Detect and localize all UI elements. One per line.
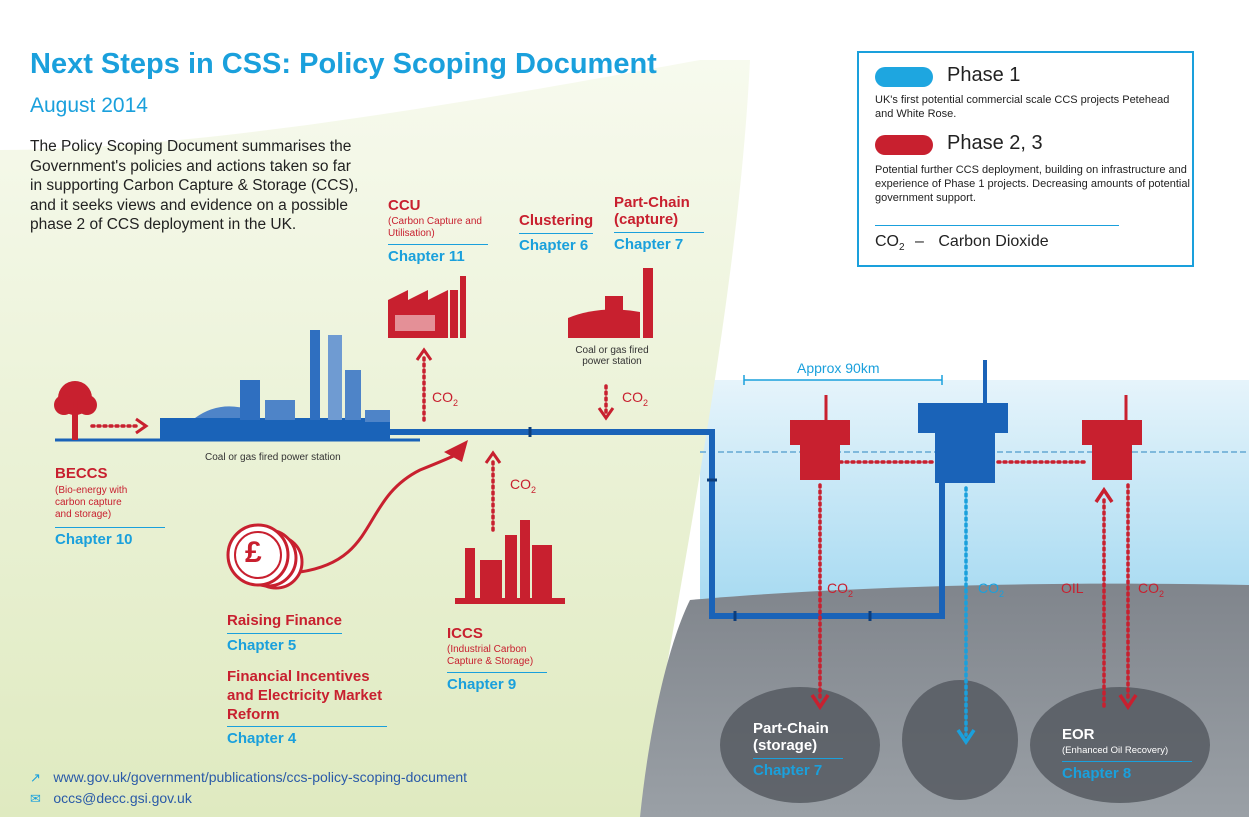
- legend-box: Phase 1 UK's first potential commercial …: [857, 51, 1194, 267]
- footer-url[interactable]: www.gov.uk/government/publications/ccs-p…: [53, 769, 468, 785]
- tree-icon: [54, 381, 97, 440]
- ccu-chapter: Chapter 11: [388, 244, 488, 265]
- raising-finance-chapter: Chapter 5: [227, 633, 343, 654]
- main-pipeline: [390, 429, 945, 619]
- platform-middle-icon: [918, 360, 1008, 483]
- co2-symbol: CO: [875, 233, 899, 250]
- reservoir-right: [1030, 687, 1210, 803]
- raising-finance-block: Raising Finance Chapter 5: [227, 612, 343, 654]
- co2-dash: –: [915, 233, 924, 250]
- co2-symbol-sub: 2: [899, 242, 905, 254]
- ccu-block: CCU (Carbon Capture and Utilisation) Cha…: [388, 197, 488, 265]
- capture-station-caption: Coal or gas fired power station: [575, 345, 649, 367]
- clustering-title: Clustering: [519, 212, 594, 229]
- pound-symbol: £: [245, 536, 262, 569]
- beccs-subtitle: (Bio-energy with carbon capture and stor…: [55, 485, 128, 520]
- ccu-subtitle: (Carbon Capture and Utilisation): [388, 216, 482, 239]
- financial-incentives-block: Financial Incentives and Electricity Mar…: [227, 667, 387, 747]
- eor-title: EOR: [1062, 726, 1095, 743]
- partchain-storage-block: Part-Chain (storage) Chapter 7: [753, 720, 843, 779]
- co2-label-storage: CO2: [827, 580, 854, 599]
- raising-finance-title: Raising Finance: [227, 612, 343, 629]
- eor-block: EOR (Enhanced Oil Recovery) Chapter 8: [1062, 726, 1192, 782]
- industrial-plant-icon: [455, 520, 565, 604]
- reservoir-middle: [902, 680, 1018, 800]
- power-station-icon: [160, 330, 390, 440]
- co2-label-capture: CO2: [622, 389, 649, 408]
- pound-coin-icon: [226, 523, 304, 590]
- iccs-chapter: Chapter 9: [447, 672, 547, 693]
- footer-email-row: ✉ occs@decc.gsi.gov.uk: [30, 790, 192, 808]
- co2-meaning: Carbon Dioxide: [938, 233, 1049, 250]
- partchain-storage-title: Part-Chain (storage): [753, 720, 829, 754]
- beccs-chapter: Chapter 10: [55, 527, 165, 548]
- page-title: Next Steps in CSS: Policy Scoping Docume…: [30, 48, 657, 80]
- intro-text: The Policy Scoping Document summarises t…: [30, 138, 359, 233]
- partchain-capture-title: Part-Chain (capture): [614, 194, 690, 228]
- phase1-swatch: [875, 67, 933, 87]
- phase1-title: Phase 1: [947, 64, 1021, 86]
- financial-incentives-title: Financial Incentives and Electricity Mar…: [227, 668, 383, 723]
- financial-incentives-chapter: Chapter 4: [227, 726, 387, 747]
- distance-label: Approx 90km: [797, 360, 880, 376]
- co2-legend: CO2 – Carbon Dioxide: [875, 233, 1049, 253]
- phase23-description: Potential further CCS deployment, buildi…: [875, 164, 1190, 204]
- phase23-swatch: [875, 135, 933, 155]
- iccs-block: ICCS (Industrial Carbon Capture & Storag…: [447, 625, 547, 693]
- clustering-chapter: Chapter 6: [519, 233, 594, 254]
- eor-chapter: Chapter 8: [1062, 761, 1192, 782]
- co2-label-eor: CO2: [1138, 580, 1165, 599]
- iccs-subtitle: (Industrial Carbon Capture & Storage): [447, 644, 534, 667]
- footer-link-row: ↗ www.gov.uk/government/publications/ccs…: [30, 769, 467, 787]
- oil-label: OIL: [1061, 580, 1084, 596]
- co2-label-iccs: CO2: [510, 476, 537, 495]
- capture-station-icon: [568, 268, 653, 338]
- clustering-block: Clustering Chapter 6: [519, 212, 594, 254]
- partchain-storage-chapter: Chapter 7: [753, 758, 843, 779]
- eor-subtitle: (Enhanced Oil Recovery): [1062, 745, 1169, 756]
- footer-email[interactable]: occs@decc.gsi.gov.uk: [53, 790, 192, 806]
- co2-label-phase1: CO2: [978, 580, 1005, 599]
- beccs-block: BECCS (Bio-energy with carbon capture an…: [55, 465, 165, 548]
- power-station-caption: Coal or gas fired power station: [205, 452, 341, 463]
- external-link-icon: ↗: [30, 770, 41, 785]
- platform-right-icon: [1082, 395, 1142, 480]
- phase1-description: UK's first potential commercial scale CC…: [875, 94, 1170, 120]
- partchain-capture-block: Part-Chain (capture) Chapter 7: [614, 194, 704, 253]
- co2-label-ccu: CO2: [432, 389, 459, 408]
- ccu-factory-icon: [388, 276, 466, 338]
- iccs-title: ICCS: [447, 625, 483, 642]
- ccu-title: CCU: [388, 197, 421, 214]
- finance-arrow: [299, 450, 463, 574]
- envelope-icon: ✉: [30, 791, 41, 806]
- partchain-capture-chapter: Chapter 7: [614, 232, 704, 253]
- page-subtitle: August 2014: [30, 94, 148, 117]
- beccs-title: BECCS: [55, 465, 108, 482]
- platform-left-icon: [790, 395, 850, 480]
- phase23-title: Phase 2, 3: [947, 132, 1043, 154]
- reservoir-left: [720, 687, 880, 803]
